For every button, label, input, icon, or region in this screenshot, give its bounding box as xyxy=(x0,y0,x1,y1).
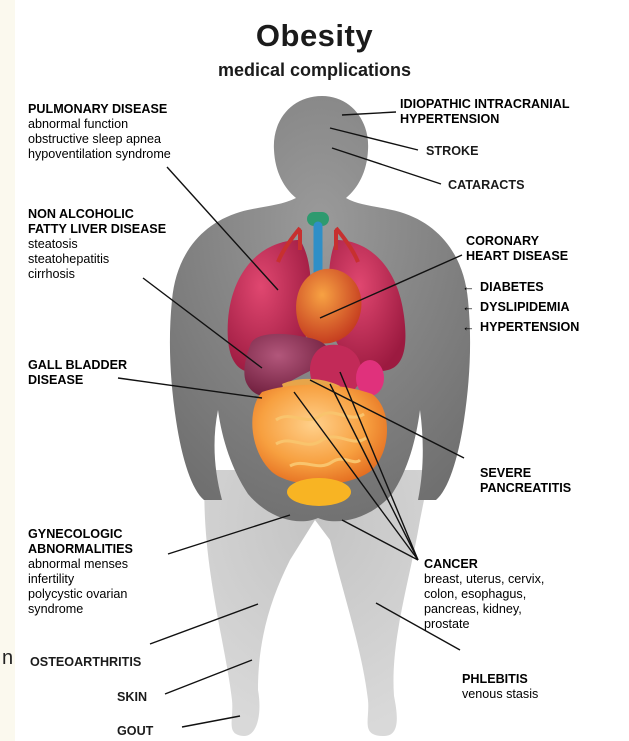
label-heading: HEART DISEASE xyxy=(466,249,568,264)
label-heading: PHLEBITIS xyxy=(462,672,538,687)
left-arrow-icon: ← xyxy=(462,300,480,315)
label-heading: CANCER xyxy=(424,557,544,572)
label-item: venous stasis xyxy=(462,687,538,702)
label-iih: IDIOPATHIC INTRACRANIAL HYPERTENSION xyxy=(400,97,570,127)
label-item: steatosis xyxy=(28,237,166,252)
risk-factor-dyslipidemia: ←DYSLIPIDEMIA xyxy=(462,300,579,315)
risk-factor-hypertension: ←HYPERTENSION xyxy=(462,320,579,335)
label-nafld: NON ALCOHOLIC FATTY LIVER DISEASE steato… xyxy=(28,207,166,282)
label-osteoarthritis: OSTEOARTHRITIS xyxy=(30,655,141,670)
label-item: hypoventilation syndrome xyxy=(28,147,171,162)
label-heading: FATTY LIVER DISEASE xyxy=(28,222,166,237)
label-item: pancreas, kidney, xyxy=(424,602,544,617)
page-subtitle: medical complications xyxy=(0,60,629,81)
label-heading: DISEASE xyxy=(28,373,127,388)
label-gout: GOUT xyxy=(117,724,153,739)
bladder xyxy=(287,478,351,506)
label-heading: PULMONARY DISEASE xyxy=(28,102,171,117)
label-pulmonary-disease: PULMONARY DISEASE abnormal function obst… xyxy=(28,102,171,162)
risk-factor-diabetes: ←DIABETES xyxy=(462,280,579,295)
label-heading: NON ALCOHOLIC xyxy=(28,207,166,222)
label-stroke: STROKE xyxy=(426,144,478,159)
label-phlebitis: PHLEBITIS venous stasis xyxy=(462,672,538,702)
label-item: polycystic ovarian xyxy=(28,587,133,602)
risk-factor-label: HYPERTENSION xyxy=(480,320,579,334)
label-heading: GYNECOLOGIC xyxy=(28,527,133,542)
label-item: abnormal menses xyxy=(28,557,133,572)
left-arrow-icon: ← xyxy=(462,280,480,295)
label-heading: GALL BLADDER xyxy=(28,358,127,373)
label-item: abnormal function xyxy=(28,117,171,132)
label-item: breast, uterus, cervix, xyxy=(424,572,544,587)
intestines xyxy=(252,385,387,485)
label-heading: IDIOPATHIC INTRACRANIAL xyxy=(400,97,570,112)
risk-factor-label: DIABETES xyxy=(480,280,544,294)
page-title: Obesity xyxy=(0,18,629,54)
label-item: syndrome xyxy=(28,602,133,617)
coronary-risk-factors: ←DIABETES ←DYSLIPIDEMIA ←HYPERTENSION xyxy=(462,280,579,335)
label-heading: ABNORMALITIES xyxy=(28,542,133,557)
label-gall-bladder: GALL BLADDER DISEASE xyxy=(28,358,127,388)
label-pancreatitis: SEVERE PANCREATITIS xyxy=(480,466,571,496)
label-gynecologic: GYNECOLOGIC ABNORMALITIES abnormal mense… xyxy=(28,527,133,617)
left-arrow-icon: ← xyxy=(462,320,480,335)
label-coronary: CORONARY HEART DISEASE xyxy=(466,234,568,264)
label-cancer: CANCER breast, uterus, cervix, colon, es… xyxy=(424,557,544,632)
label-item: obstructive sleep apnea xyxy=(28,132,171,147)
label-heading: SEVERE xyxy=(480,466,571,481)
risk-factor-label: DYSLIPIDEMIA xyxy=(480,300,570,314)
label-heading: HYPERTENSION xyxy=(400,112,570,127)
label-skin: SKIN xyxy=(117,690,147,705)
label-item: cirrhosis xyxy=(28,267,166,282)
label-item: infertility xyxy=(28,572,133,587)
label-item: steatohepatitis xyxy=(28,252,166,267)
label-item: colon, esophagus, xyxy=(424,587,544,602)
label-item: prostate xyxy=(424,617,544,632)
label-cataracts: CATARACTS xyxy=(448,178,524,193)
label-heading: PANCREATITIS xyxy=(480,481,571,496)
label-heading: CORONARY xyxy=(466,234,568,249)
